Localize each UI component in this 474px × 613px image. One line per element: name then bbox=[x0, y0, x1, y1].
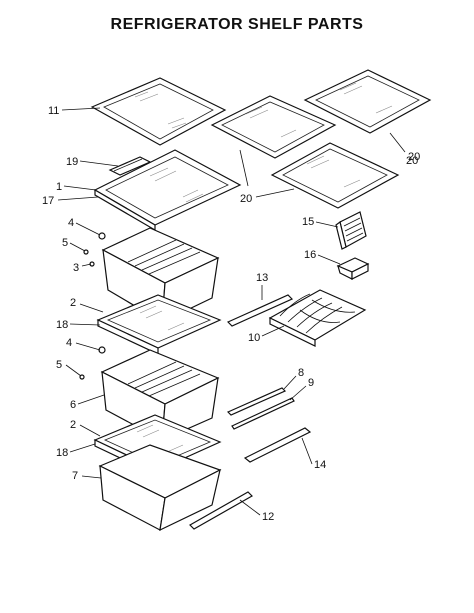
callout-18: 18 bbox=[56, 319, 68, 331]
part-20-glass-shelf-a bbox=[210, 95, 337, 159]
callout-11: 11 bbox=[48, 105, 59, 117]
callout-4b: 4 bbox=[66, 337, 72, 349]
callout-17: 17 bbox=[42, 195, 54, 207]
callout-4: 4 bbox=[68, 217, 74, 229]
callout-20c: 20 bbox=[408, 151, 420, 163]
callout-5: 5 bbox=[62, 237, 68, 249]
part-18-drawer-cover-upper bbox=[96, 294, 222, 355]
callout-labels: 11 19 1 17 4 5 3 2 18 4 5 6 2 18 7 20 20… bbox=[42, 105, 420, 523]
callout-18b: 18 bbox=[56, 447, 68, 459]
callout-20b: 20 bbox=[240, 193, 252, 205]
callout-14: 14 bbox=[314, 459, 326, 471]
callout-13: 13 bbox=[256, 272, 268, 284]
part-11-glass-shelf bbox=[90, 77, 227, 146]
callout-12: 12 bbox=[262, 511, 274, 523]
callout-10: 10 bbox=[248, 332, 260, 344]
part-20-glass-shelf-b bbox=[303, 69, 432, 134]
part-13-rail bbox=[226, 294, 294, 327]
callout-8: 8 bbox=[298, 367, 304, 379]
part-9-slide-rail bbox=[231, 397, 295, 430]
callout-6: 6 bbox=[70, 399, 76, 411]
callout-7: 7 bbox=[72, 470, 78, 482]
callout-9: 9 bbox=[308, 377, 314, 389]
part-1-glass-shelf bbox=[93, 149, 242, 232]
callout-3: 3 bbox=[73, 262, 79, 274]
callout-1: 1 bbox=[56, 181, 62, 193]
callout-16: 16 bbox=[304, 249, 316, 261]
part-20-glass-shelf-c bbox=[270, 142, 400, 209]
callout-19: 19 bbox=[66, 156, 78, 168]
part-14-rail bbox=[243, 427, 312, 463]
leader-lines bbox=[57, 107, 406, 516]
part-8-slide-rail bbox=[226, 387, 287, 416]
part-7-bottom-drawer bbox=[98, 444, 222, 532]
callout-2b: 2 bbox=[70, 419, 76, 431]
part-10-rack bbox=[268, 289, 367, 347]
callout-15: 15 bbox=[302, 216, 314, 228]
page-title: REFRIGERATOR SHELF PARTS bbox=[110, 16, 364, 33]
part-15-holder bbox=[335, 211, 367, 250]
callout-2: 2 bbox=[70, 297, 76, 309]
part-12-rail bbox=[189, 491, 253, 530]
callout-5b: 5 bbox=[56, 359, 62, 371]
part-16-small-bin bbox=[336, 257, 370, 280]
callout-20a: 20 bbox=[406, 155, 418, 167]
